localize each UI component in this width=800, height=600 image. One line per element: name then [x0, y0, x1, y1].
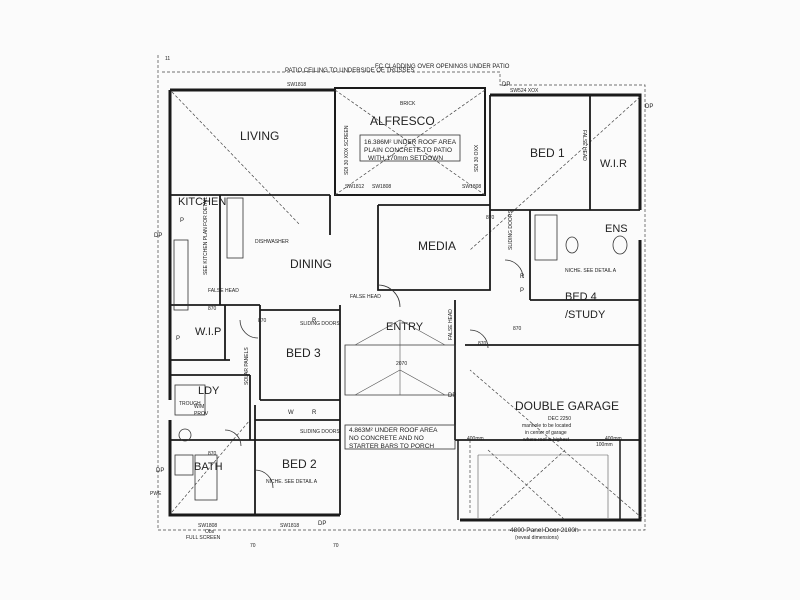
window-obs: Obs: [205, 529, 215, 535]
dim-2070: 2070: [396, 361, 407, 367]
kitchen-fridge-cabinet: [173, 239, 189, 311]
room-bed1: BED 1: [530, 146, 565, 160]
alfresco-note-box: [359, 134, 461, 162]
porch-concrete-note: NO CONCRETE AND NO: [349, 435, 424, 442]
interior-walls: [170, 95, 640, 520]
kitchen-plan-note: SEE KITCHEN PLAN FOR DETAIL: [203, 197, 209, 275]
entry-porch: [344, 319, 456, 396]
sdi-screen-left: SDI 30 XOX SCREEN: [344, 125, 350, 175]
prov-label: PROV: [194, 411, 209, 417]
downpipe-marker: DP: [645, 104, 653, 110]
dim-870-f: 870: [208, 451, 217, 457]
room-entry: ENTRY: [386, 321, 424, 333]
bathroom-fixtures: [174, 214, 628, 501]
room-bed4: BED 4: [565, 291, 597, 303]
room-kitchen: KITCHEN: [178, 196, 226, 208]
porch-note-box: [344, 424, 456, 450]
dim-870-e: 870: [478, 341, 487, 347]
dishwasher-label: DISHWASHER: [255, 239, 289, 245]
downpipe-marker: DP: [156, 468, 164, 474]
solar-panels-label: SOLAR PANELS: [244, 347, 250, 385]
brick-note: BRICK: [400, 101, 416, 107]
window-sw1818-top: SW1818: [287, 82, 306, 88]
dim-garage-right-100: 100mm: [596, 442, 613, 448]
manhole-note-3: in center of garage: [525, 430, 567, 436]
garage-door-note: 4800 Panel Door 2100h: [510, 527, 579, 534]
pantry-marker: P: [520, 288, 524, 294]
room-ens: ENS: [605, 223, 628, 235]
false-head-dining: FALSE HEAD: [208, 288, 239, 294]
downpipe-marker: DP: [318, 521, 326, 527]
dim-870-c: 870: [258, 318, 267, 324]
porch-starter-bars-note: STARTER BARS TO PORCH: [349, 443, 434, 450]
manhole-note-4: where roof is highest: [523, 437, 570, 443]
downpipe-marker: DP: [502, 82, 510, 88]
robe-marker: R: [520, 274, 525, 280]
room-wip: W.I.P: [195, 326, 221, 338]
room-media: MEDIA: [418, 239, 456, 253]
trough-label: TROUGH: [179, 401, 201, 407]
corner-tick-label: 11: [165, 56, 170, 62]
dim-870-d: 870: [513, 326, 522, 332]
roof-hip-lines: [171, 89, 643, 521]
window-sw524-top: SW524 XOX: [510, 88, 539, 94]
room-bath: BATH: [194, 461, 223, 473]
external-walls: [168, 87, 642, 522]
room-bed2: BED 2: [282, 457, 317, 471]
dim-garage-right: 400mm: [605, 436, 622, 442]
porch-area-note: 4.863M² UNDER ROOF AREA: [349, 427, 438, 434]
room-bed3: BED 3: [286, 346, 321, 360]
dim-870-a: 870: [486, 215, 495, 221]
robe-marker: R: [312, 410, 317, 416]
window-sw1818-bed2: SW1818: [280, 523, 299, 529]
window-sw1812: SW1812: [345, 184, 364, 190]
sliding-doors-bed3: SLIDING DOORS: [300, 321, 340, 327]
false-head-wir: FALSE HEAD: [581, 130, 587, 161]
room-living: LIVING: [240, 129, 279, 143]
manhole-note-1: DEC 2250: [548, 416, 571, 422]
false-head-entry: FALSE HEAD: [448, 309, 454, 340]
sliding-doors-ens: SLIDING DOORS: [508, 210, 514, 250]
manhole-note-2: manhole to be located: [522, 423, 571, 429]
room-double-garage: DOUBLE GARAGE: [515, 399, 619, 413]
window-sw1808-bath: SW1808: [198, 523, 217, 529]
room-ldy: LDY: [198, 385, 220, 397]
garage-door-reveal-note: (reveal dimensions): [515, 535, 559, 541]
fc-cladding-note: FC CLADDING OVER OPENINGS UNDER PATIO: [375, 64, 510, 70]
alfresco-concrete-note: PLAIN CONCRETE TO PATIO: [364, 147, 452, 154]
downpipe-marker: DP: [154, 233, 162, 239]
dim-garage-left: 400mm: [467, 436, 484, 442]
dim-70-b: 70: [333, 543, 339, 549]
room-dining: DINING: [290, 257, 332, 271]
garage-door-frame: [477, 454, 609, 518]
pantry-marker: P: [176, 336, 180, 342]
dim-870-b: 870: [208, 306, 217, 312]
washing-machine-label: W/M: [194, 404, 204, 410]
room-study: /STUDY: [565, 309, 606, 321]
window-sw1808-b: SW1808: [462, 184, 481, 190]
sdi-screen-right: SDI 30 OXX: [474, 144, 480, 172]
full-screen-note: FULL SCREEN: [186, 535, 221, 541]
niche-bath-note: NICHE. SEE DETAIL A: [266, 479, 318, 485]
window-sw1808-a: SW1808: [372, 184, 391, 190]
downpipe-marker: DP: [448, 393, 456, 399]
pwe-marker: PWE: [150, 491, 162, 497]
niche-ens-note: NICHE. SEE DETAIL A: [565, 268, 617, 274]
w-marker: W: [288, 410, 294, 416]
false-head-media: FALSE HEAD: [350, 294, 381, 300]
dim-70-a: 70: [250, 543, 256, 549]
door-swings: [224, 259, 524, 489]
sliding-doors-bed2: SLIDING DOORS: [300, 429, 340, 435]
roof-line: [157, 55, 646, 531]
kitchen-bench: [226, 197, 244, 259]
pantry-marker: P: [180, 218, 184, 224]
room-wir: W.I.R: [600, 158, 627, 170]
robe-marker: R: [312, 318, 317, 324]
alfresco-area-note: 16.386M² UNDER ROOF AREA: [364, 139, 457, 146]
alfresco-setdown-note: WITH 170mm SETDOWN: [368, 155, 443, 162]
patio-ceiling-note: PATIO CEILING TO UNDERSIDE OF TRUSSES: [285, 68, 414, 74]
room-alfresco: ALFRESCO: [370, 114, 435, 128]
